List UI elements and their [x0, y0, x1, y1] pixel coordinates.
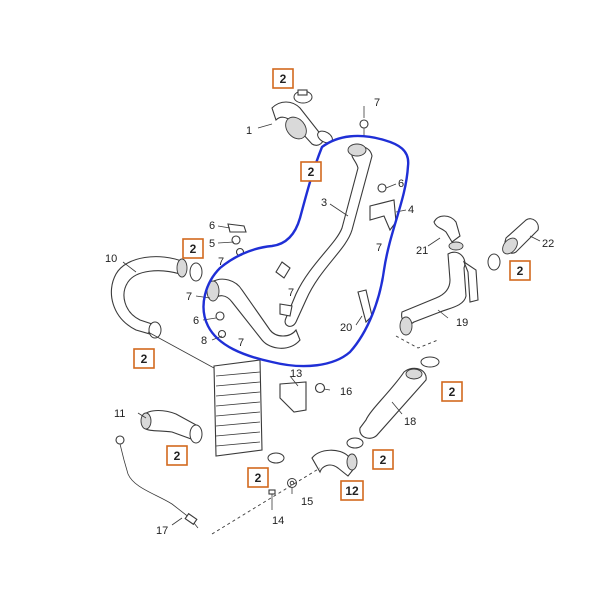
label-21: 21: [416, 245, 428, 257]
bolt-14: [268, 489, 276, 510]
svg-text:2: 2: [308, 165, 315, 179]
bracket-13: [279, 381, 307, 413]
label-11: 11: [114, 408, 125, 420]
pipe-19: [399, 251, 479, 336]
label-10: 10: [105, 253, 117, 265]
label-7c: 7: [218, 256, 224, 268]
callout-box: 2: [133, 348, 155, 369]
bracket-20: [357, 289, 373, 324]
clamp-10-top: [189, 262, 203, 282]
pipe-3: [284, 143, 373, 327]
label-6b: 6: [209, 220, 215, 232]
connector-pipe-center: [275, 261, 293, 317]
cooler-fins: [215, 371, 261, 447]
svg-text:2: 2: [190, 242, 197, 256]
washer-15: [287, 478, 297, 488]
label-22: 22: [542, 238, 554, 250]
svg-text:2: 2: [449, 385, 456, 399]
clamp-12: [346, 437, 364, 449]
bracket-4: [369, 183, 397, 232]
callout-box: 2: [166, 445, 188, 466]
fitting-21: [433, 215, 464, 251]
svg-text:2: 2: [380, 453, 387, 467]
label-18: 18: [404, 416, 416, 428]
bolt-16: [314, 382, 326, 394]
callout-box: 2: [441, 381, 463, 402]
label-13: 13: [290, 368, 302, 380]
svg-text:2: 2: [141, 352, 148, 366]
svg-text:2: 2: [255, 471, 262, 485]
label-19: 19: [456, 317, 468, 329]
clamp-lower-right-of-cooler: [267, 452, 285, 464]
oil-cooler: [213, 359, 263, 457]
pipe-12: [311, 449, 358, 477]
bracket-6-lower: [215, 311, 227, 339]
hose-11: [140, 409, 199, 441]
label-6a: 6: [398, 178, 404, 190]
callout-box: 2: [182, 238, 204, 259]
hose-22: [502, 218, 539, 255]
callout-box: 2: [372, 449, 394, 470]
label-15: 15: [301, 496, 313, 508]
svg-text:2: 2: [280, 72, 287, 86]
part-number-labels: 1 7 3 6 4 7 6 5 7 10 7 7 6 8 7 21 22 19 …: [105, 97, 554, 537]
bracket-6-upper: [227, 223, 247, 257]
label-8: 8: [201, 335, 207, 347]
label-7b: 7: [376, 242, 382, 254]
label-17: 17: [156, 525, 168, 537]
dashed-guides: [211, 335, 439, 535]
callout-box: 2: [300, 161, 322, 182]
clamp-22: [487, 253, 501, 271]
label-5: 5: [209, 238, 215, 250]
callout-box: 2: [272, 68, 294, 89]
svg-text:2: 2: [174, 449, 181, 463]
label-3: 3: [321, 197, 327, 209]
clamp-18: [420, 356, 440, 368]
label-7d: 7: [186, 291, 192, 303]
label-20: 20: [340, 322, 352, 334]
label-1: 1: [246, 125, 252, 137]
callout-box: 2: [509, 260, 531, 281]
label-6c: 6: [193, 315, 199, 327]
hose-1: [271, 101, 324, 146]
label-7f: 7: [238, 337, 244, 349]
bolt-7-top: [359, 119, 369, 136]
label-4: 4: [408, 204, 414, 216]
sensor-17: [115, 435, 199, 529]
annotation-outline: [202, 134, 410, 368]
label-14: 14: [272, 515, 284, 527]
label-16: 16: [340, 386, 352, 398]
label-7a: 7: [374, 97, 380, 109]
callout-box: 2: [247, 467, 269, 488]
label-7e: 7: [288, 287, 294, 299]
boxed-callouts: 2 2 2 2 2 2 2 2: [133, 68, 531, 501]
svg-text:12: 12: [345, 484, 359, 498]
clamp-11: [189, 424, 203, 444]
hose-10: [110, 256, 188, 335]
clamp-1-top: [293, 89, 313, 104]
svg-text:2: 2: [517, 264, 524, 278]
callout-box: 12: [340, 480, 364, 501]
